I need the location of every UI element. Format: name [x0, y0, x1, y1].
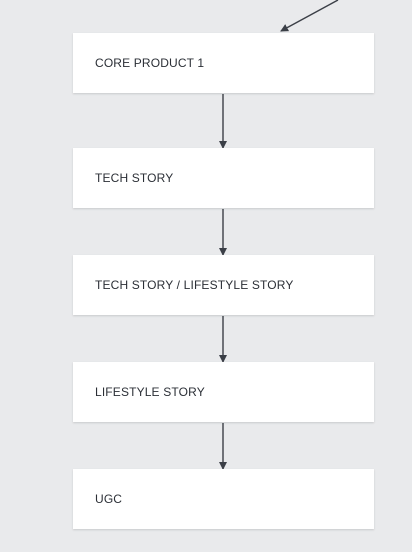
node-ugc[interactable]: UGC [73, 469, 374, 529]
node-tech-lifestyle-story[interactable]: TECH STORY / LIFESTYLE STORY [73, 255, 374, 315]
edge-incoming-to-core-product-1 [280, 0, 339, 32]
node-label-ugc: UGC [95, 492, 123, 506]
node-lifestyle-story[interactable]: LIFESTYLE STORY [73, 362, 374, 422]
node-label-tech-lifestyle-story: TECH STORY / LIFESTYLE STORY [95, 278, 294, 292]
node-label-lifestyle-story: LIFESTYLE STORY [95, 385, 205, 399]
node-label-core-product-1: CORE PRODUCT 1 [95, 56, 205, 70]
node-tech-story[interactable]: TECH STORY [73, 148, 374, 208]
node-core-product-1[interactable]: CORE PRODUCT 1 [73, 33, 374, 93]
node-label-tech-story: TECH STORY [95, 171, 174, 185]
